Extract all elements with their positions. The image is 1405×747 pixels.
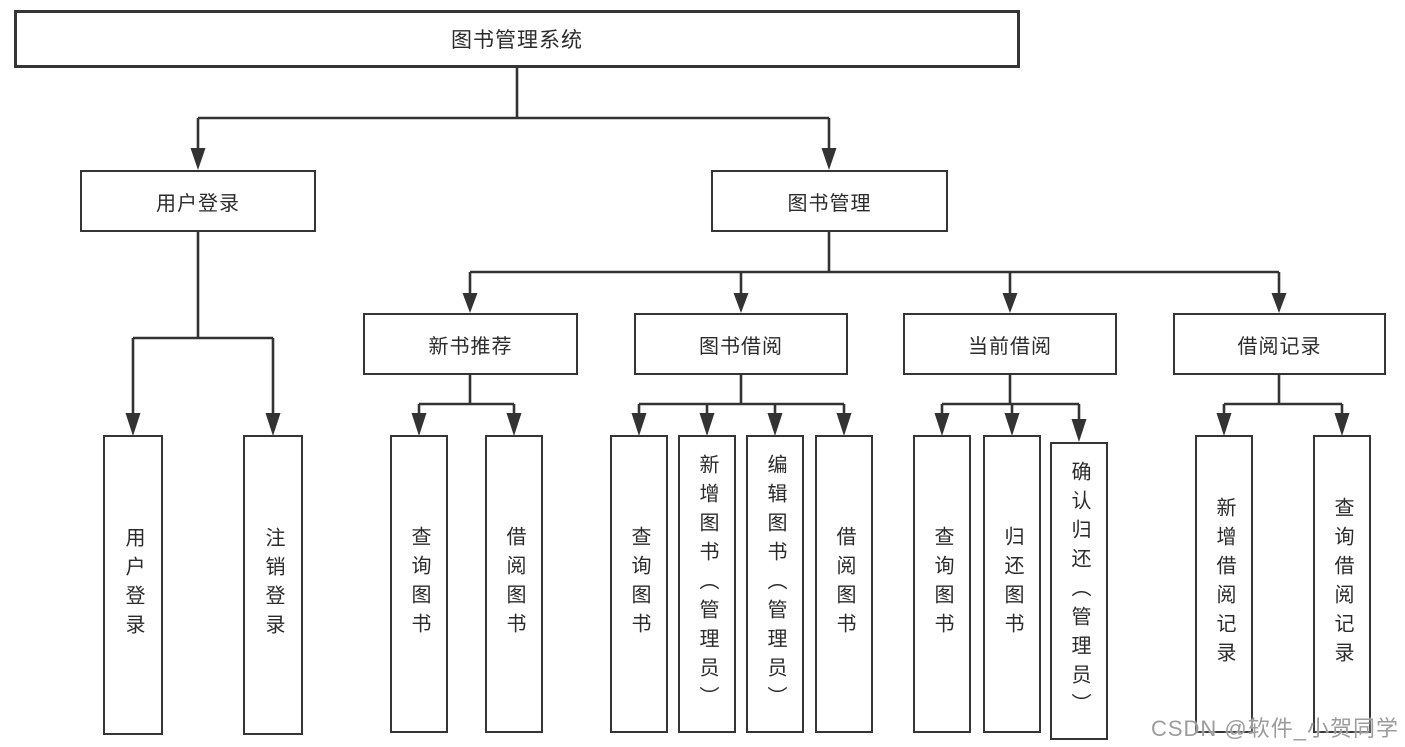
leaf-query-borrow-record: 查询借阅记录 [1313,435,1371,733]
node-new-book-recommendation: 新书推荐 [363,313,578,375]
leaf-add-borrow-record: 新增借阅记录 [1195,435,1253,733]
leaf-label: 注销登录 [262,527,284,643]
node-label: 图书管理系统 [451,29,583,52]
leaf-query-books-current: 查询图书 [913,435,971,733]
node-label: 借阅记录 [1237,335,1322,358]
leaf-borrow-books: 借阅图书 [815,435,873,733]
leaf-query-books-recommend: 查询图书 [390,435,448,733]
node-borrowing-records: 借阅记录 [1173,313,1386,375]
node-book-management: 图书管理 [711,170,948,232]
node-label: 用户登录 [156,192,240,215]
leaf-label: 借阅图书 [503,526,525,642]
leaf-label: 用户登录 [122,527,144,643]
leaf-label: 查询图书 [408,526,430,642]
watermark: CSDN @软件_小贺同学 [1150,716,1399,741]
connector-lines [131,68,1344,424]
node-label: 新书推荐 [428,335,513,358]
leaf-borrow-books-recommend: 借阅图书 [485,435,543,733]
leaf-edit-book-admin: 编辑图书（管理员） [746,435,804,733]
leaf-return-books: 归还图书 [983,435,1041,733]
node-current-borrowing: 当前借阅 [903,313,1117,375]
leaf-label: 新增图书（管理员） [696,453,718,715]
node-book-borrowing: 图书借阅 [634,313,848,375]
leaf-label: 编辑图书（管理员） [764,453,786,715]
leaf-label: 归还图书 [1001,526,1023,642]
leaf-label: 查询借阅记录 [1331,497,1353,671]
leaf-confirm-return-admin: 确认归还（管理员） [1050,442,1108,740]
leaf-add-book-admin: 新增图书（管理员） [678,435,736,733]
node-label: 当前借阅 [968,335,1052,358]
leaf-query-books-borrowing: 查询图书 [610,435,668,733]
node-label: 图书借阅 [699,335,783,358]
leaf-label: 新增借阅记录 [1213,497,1235,671]
leaf-label: 借阅图书 [833,526,855,642]
leaf-logout: 注销登录 [243,435,303,735]
leaf-label: 查询图书 [931,526,953,642]
arrowheads [125,148,1350,442]
node-label: 图书管理 [787,192,872,215]
leaf-label: 确认归还（管理员） [1068,460,1090,722]
leaf-user-login: 用户登录 [103,435,163,735]
node-library-management-system: 图书管理系统 [14,10,1020,68]
leaf-label: 查询图书 [628,526,650,642]
node-user-login: 用户登录 [80,170,316,232]
